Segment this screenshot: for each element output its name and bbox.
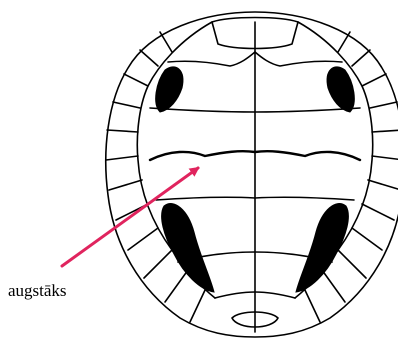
shell-outline [106,12,398,337]
annotation-label: augstāks [8,281,67,300]
